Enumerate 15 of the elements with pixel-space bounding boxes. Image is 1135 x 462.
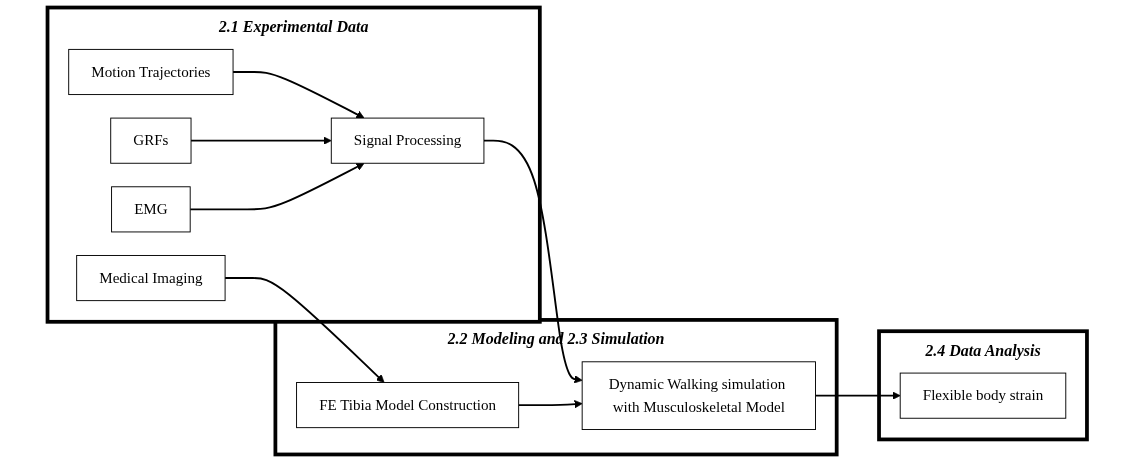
arrow [189, 162, 365, 211]
arrow [190, 136, 332, 145]
node-box: Motion Trajectories [68, 48, 234, 96]
arrow [814, 391, 901, 400]
node-box: Medical Imaging [76, 255, 226, 302]
node-box: FE Tibia Model Construction [296, 382, 520, 429]
node-box: Signal Processing [331, 117, 485, 164]
node-box: EMG [111, 186, 191, 233]
arrow [483, 139, 583, 384]
node-box: Flexible body strain [900, 372, 1067, 419]
arrow [517, 400, 583, 409]
arrow [232, 71, 365, 119]
node-box: Dynamic Walking simulation with Musculoskeletal Model [581, 361, 817, 430]
node-box: GRFs [110, 117, 192, 164]
arrow [224, 277, 385, 383]
